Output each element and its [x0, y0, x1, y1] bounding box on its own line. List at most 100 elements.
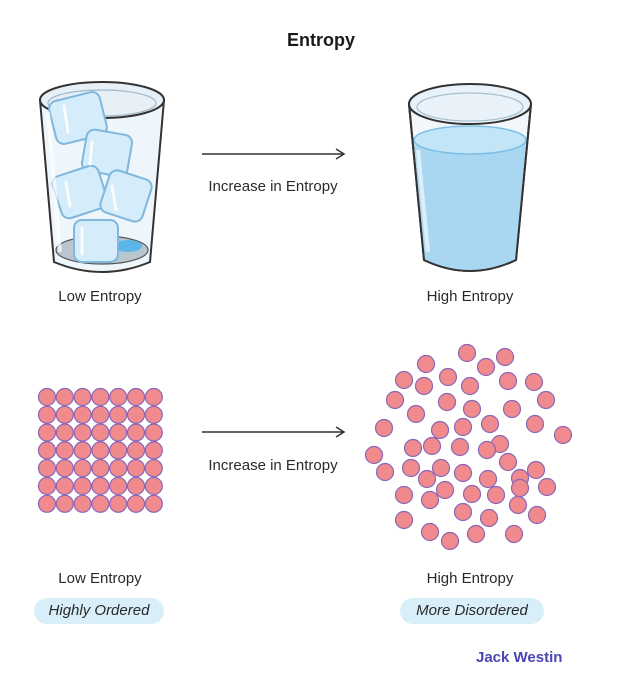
disordered-particle	[440, 531, 460, 551]
disordered-particle	[401, 458, 421, 478]
ordered-particle	[55, 494, 74, 513]
ordered-particle	[91, 405, 110, 424]
disordered-particle	[537, 477, 557, 497]
disordered-particle	[453, 502, 473, 522]
disordered-particle	[453, 463, 473, 483]
ordered-particle	[91, 423, 110, 442]
disordered-particle	[498, 452, 518, 472]
ordered-particle	[73, 476, 92, 496]
ordered-particle	[37, 405, 57, 424]
ordered-particle	[91, 441, 110, 460]
ordered-particle	[37, 387, 57, 407]
disordered-particle	[457, 343, 477, 363]
disordered-particle	[462, 484, 482, 504]
disordered-particle	[524, 372, 544, 392]
ordered-particle	[37, 459, 57, 478]
ordered-particle	[55, 459, 74, 478]
ordered-particle	[55, 387, 74, 407]
disordered-particle	[385, 390, 405, 410]
disordered-particle	[437, 392, 457, 412]
disordered-particle	[417, 469, 437, 489]
disordered-particle	[438, 367, 458, 387]
top-arrow-label: Increase in Entropy	[208, 178, 338, 195]
disordered-particle	[406, 404, 426, 424]
ordered-particle	[126, 387, 146, 407]
disordered-particle	[416, 354, 436, 374]
disordered-particle	[453, 417, 473, 437]
disordered-particle	[375, 462, 395, 482]
ordered-particle	[73, 459, 92, 478]
disordered-particle	[420, 522, 440, 542]
disordered-particle	[477, 440, 497, 460]
disordered-particle	[394, 370, 414, 390]
bottom-right-caption: High Entropy	[426, 570, 514, 587]
bottom-arrow-label: Increase in Entropy	[208, 457, 338, 474]
disordered-particle	[479, 508, 499, 528]
ordered-particle	[144, 494, 163, 513]
ordered-particle	[91, 387, 110, 407]
ordered-particle	[55, 423, 74, 442]
disordered-particle	[527, 505, 547, 525]
disordered-particle	[466, 524, 486, 544]
top-right-caption: High Entropy	[426, 288, 514, 305]
ice-glass	[38, 81, 166, 273]
disordered-particle	[502, 399, 522, 419]
disordered-particle	[460, 376, 480, 396]
top-left-caption: Low Entropy	[58, 288, 142, 305]
ordered-particle	[126, 476, 146, 496]
disordered-particle	[420, 490, 440, 510]
ordered-particle	[144, 387, 163, 407]
ordered-particle	[91, 494, 110, 513]
disordered-particle	[394, 510, 414, 530]
ordered-particle	[73, 423, 92, 442]
ordered-particle	[126, 405, 146, 424]
disordered-particle	[476, 357, 496, 377]
ordered-particle	[37, 494, 57, 513]
disordered-particle	[526, 460, 546, 480]
disordered-particle	[504, 524, 524, 544]
disordered-particle	[394, 485, 414, 505]
ordered-particle	[55, 441, 74, 460]
disordered-particle	[431, 458, 451, 478]
disordered-particle	[374, 418, 394, 438]
disordered-particle	[536, 390, 556, 410]
ordered-particle	[144, 441, 163, 460]
disordered-particle	[422, 436, 442, 456]
disordered-particle	[450, 437, 470, 457]
ordered-particle	[109, 494, 128, 513]
ordered-particle	[55, 405, 74, 424]
water-glass	[407, 83, 533, 272]
disordered-particle	[403, 438, 423, 458]
ordered-particle	[126, 459, 146, 478]
disordered-particle	[490, 434, 510, 454]
disordered-particle	[478, 469, 498, 489]
ordered-particle	[37, 476, 57, 496]
disordered-particle	[430, 420, 450, 440]
disordered-particle	[510, 478, 530, 498]
disordered-particle	[498, 371, 518, 391]
ordered-particle	[126, 423, 146, 442]
highly-ordered-badge: Highly Ordered	[34, 598, 164, 624]
disordered-particle	[414, 376, 434, 396]
ordered-particle	[144, 459, 163, 478]
ordered-particle	[109, 441, 128, 460]
ordered-particle	[144, 476, 163, 496]
ordered-particle	[109, 405, 128, 424]
ordered-particle	[126, 441, 146, 460]
disordered-particle	[553, 425, 573, 445]
disordered-particle	[486, 485, 506, 505]
disordered-particle	[510, 468, 530, 488]
ordered-particle	[73, 494, 92, 513]
disordered-particle	[508, 495, 528, 515]
disordered-particle	[525, 414, 545, 434]
ordered-particle	[55, 476, 74, 496]
ordered-particle	[144, 405, 163, 424]
ordered-particle	[91, 459, 110, 478]
ordered-particle	[109, 387, 128, 407]
more-disordered-badge: More Disordered	[400, 598, 544, 624]
ordered-particle	[144, 423, 163, 442]
ordered-particle	[37, 423, 57, 442]
credit-logo: Jack Westin	[476, 649, 563, 666]
disordered-particle	[495, 347, 515, 367]
ordered-particle	[109, 476, 128, 496]
